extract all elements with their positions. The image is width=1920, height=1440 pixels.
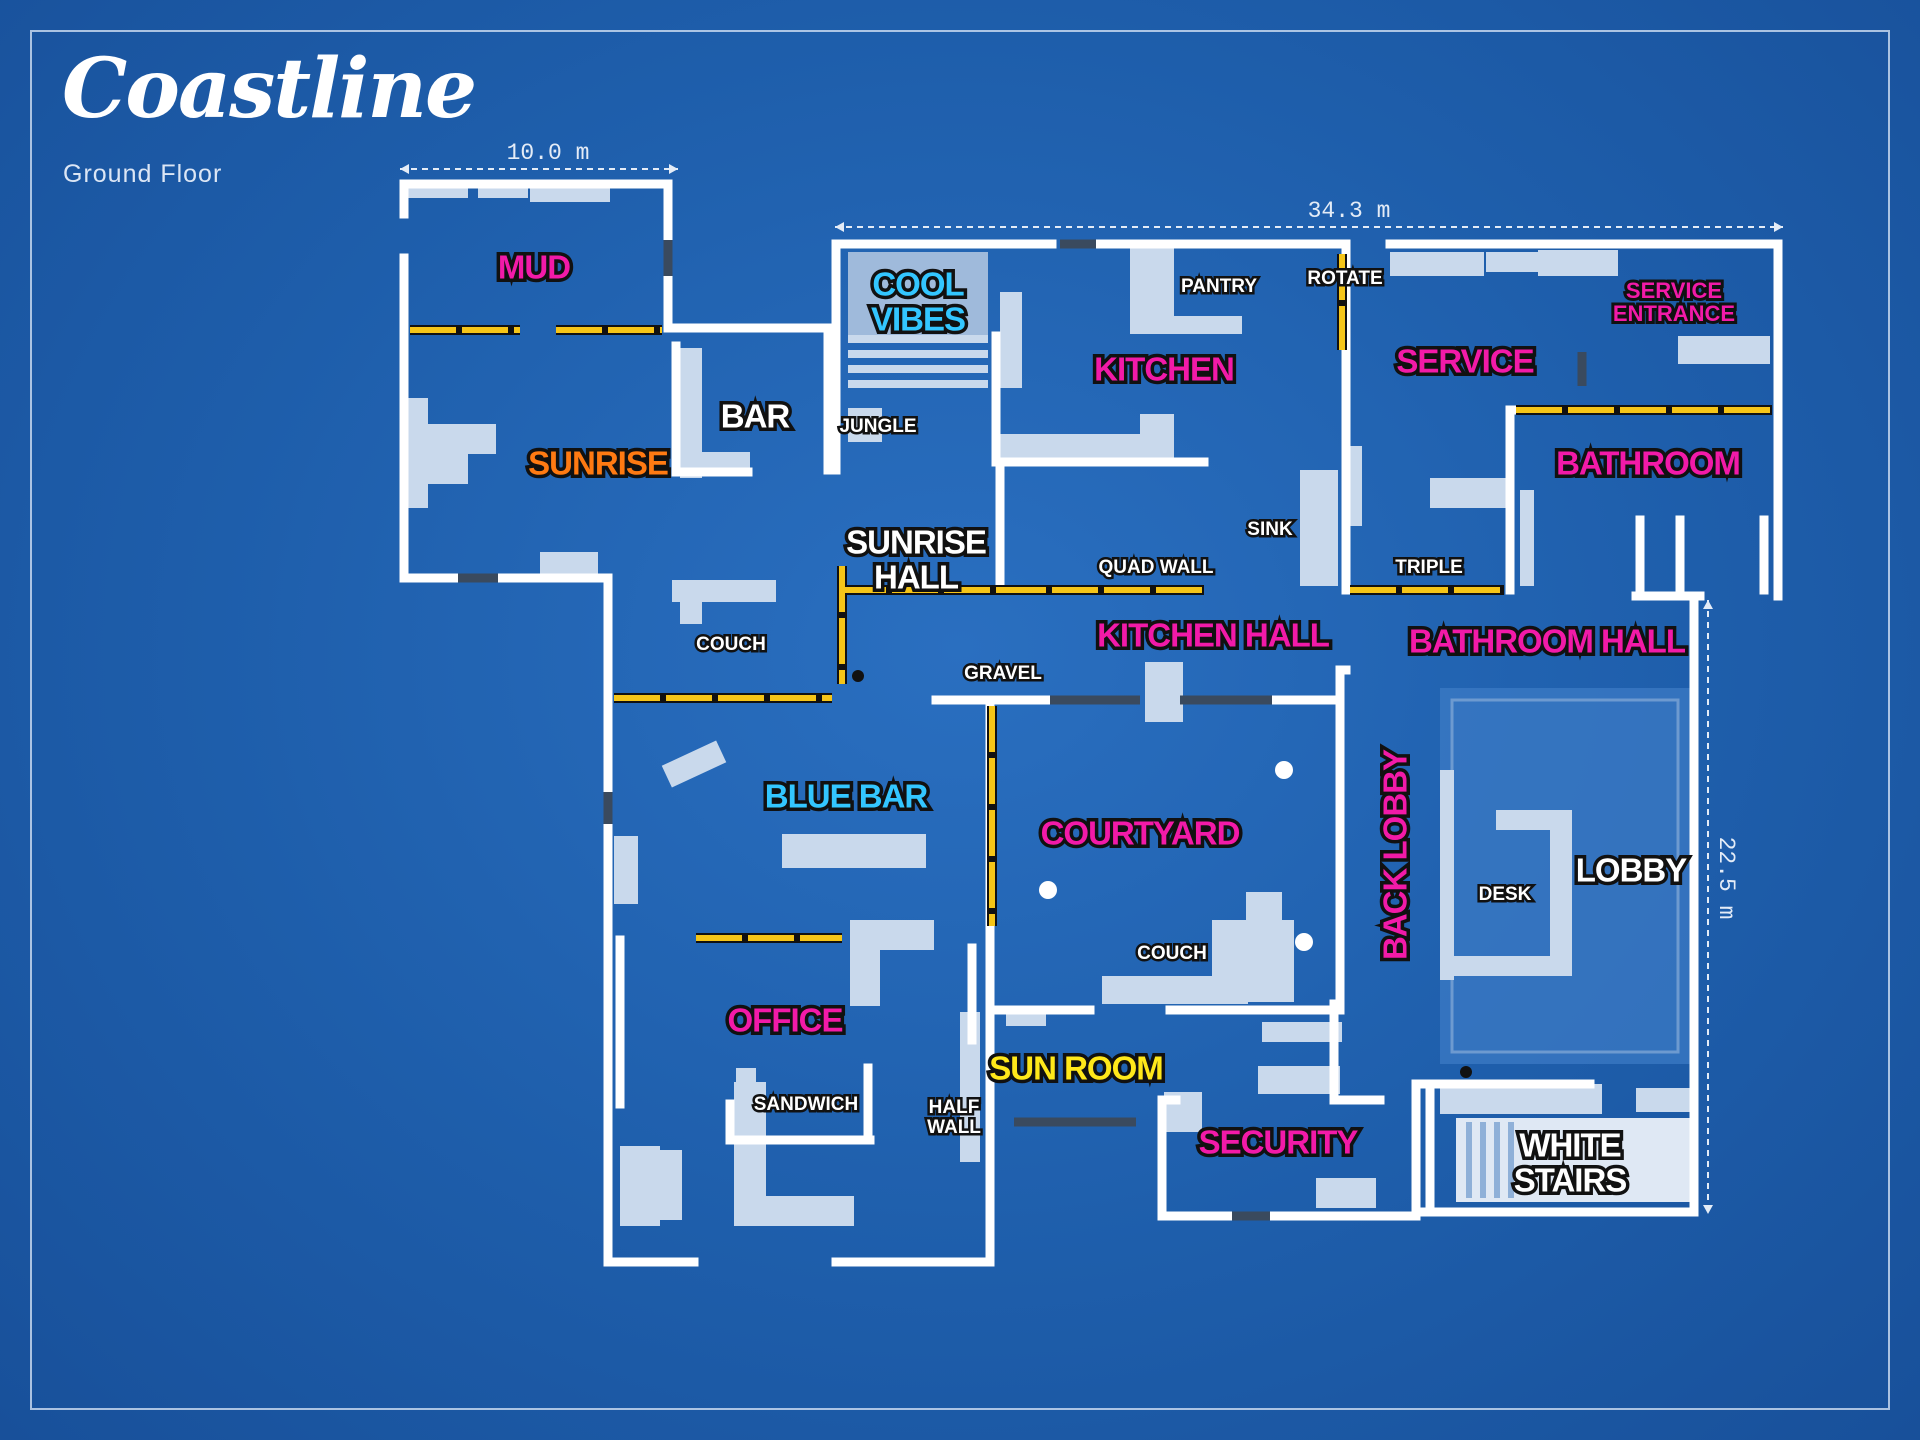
room-white-stairs: WHITE STAIRS — [1510, 1124, 1631, 1200]
dimension-right: 22.5 m — [1713, 836, 1739, 920]
room-bar: BAR — [717, 396, 793, 437]
room-sun-room: SUN ROOM — [986, 1048, 1167, 1089]
camera-markers — [852, 670, 1472, 1078]
room-half-wall: HALF WALL — [925, 1095, 984, 1140]
furniture — [408, 184, 1770, 1226]
white-stairs-pattern — [1466, 1122, 1514, 1198]
room-bathroom: BATHROOM — [1553, 443, 1745, 484]
room-cool-vibes: COOL VIBES — [867, 263, 969, 339]
room-triple: TRIPLE — [1393, 555, 1466, 580]
room-sink: SINK — [1245, 517, 1295, 542]
room-gravel: GRAVEL — [962, 661, 1045, 686]
dimension-top-right: 34.3 m — [1307, 198, 1391, 224]
map-title: Coastline — [62, 41, 477, 137]
room-courtyard: COURTYARD — [1037, 813, 1244, 854]
room-kitchen: KITCHEN — [1091, 349, 1239, 390]
room-blue-bar: BLUE BAR — [761, 776, 931, 817]
room-couch-courtyard: COUCH — [1135, 941, 1210, 966]
doors — [458, 239, 1587, 1221]
room-desk: DESK — [1476, 882, 1534, 907]
map-frame — [30, 30, 1890, 1410]
dimension-top-left: 10.0 m — [506, 140, 590, 166]
room-quad-wall: QUAD WALL — [1096, 555, 1216, 580]
floor-name: Ground Floor — [63, 160, 223, 188]
room-service-entrance: SERVICE ENTRANCE — [1610, 276, 1738, 328]
walls — [399, 179, 1783, 1267]
breakable-walls-fill — [410, 254, 1772, 941]
room-kitchen-hall: KITCHEN HALL — [1094, 615, 1334, 656]
room-lobby: LOBBY — [1572, 850, 1690, 891]
pillars — [1039, 761, 1313, 951]
room-sunrise-hall: SUNRISE HALL — [843, 521, 991, 597]
room-couch-west: COUCH — [694, 632, 769, 657]
room-office: OFFICE — [724, 1000, 847, 1041]
room-sunrise: SUNRISE — [525, 443, 673, 484]
room-jungle: JUNGLE — [837, 414, 919, 439]
room-service: SERVICE — [1393, 341, 1538, 382]
room-sandwich: SANDWICH — [751, 1092, 860, 1117]
room-back-lobby: BACK LOBBY — [1373, 747, 1417, 964]
dimension-lines — [400, 168, 1783, 1214]
room-rotate: ROTATE — [1305, 266, 1385, 291]
room-security: SECURITY — [1195, 1122, 1362, 1163]
room-bathroom-hall: BATHROOM HALL — [1405, 621, 1689, 662]
room-mud: MUD — [494, 247, 574, 288]
room-pantry: PANTRY — [1179, 274, 1260, 299]
